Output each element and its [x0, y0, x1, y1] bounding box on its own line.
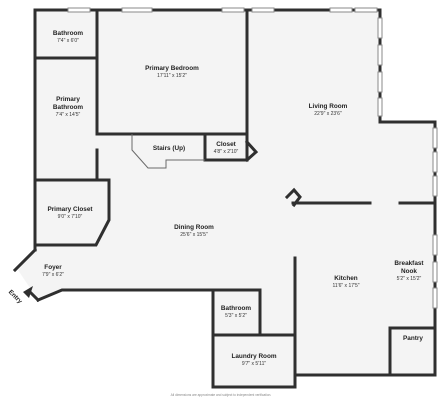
svg-text:Dining Room: Dining Room	[174, 224, 214, 231]
svg-text:17'11" x 15'2": 17'11" x 15'2"	[157, 73, 187, 79]
svg-text:Kitchen: Kitchen	[334, 275, 358, 282]
svg-text:9'7" x 5'11": 9'7" x 5'11"	[242, 361, 266, 367]
entry-marker: Entry	[7, 286, 33, 306]
svg-text:Closet: Closet	[216, 141, 236, 148]
svg-text:5'2" x 15'2": 5'2" x 15'2"	[397, 276, 422, 282]
svg-text:Bathroom: Bathroom	[53, 104, 83, 111]
svg-text:Breakfast: Breakfast	[394, 260, 424, 267]
room-label-stairs: Stairs (Up)	[153, 145, 185, 152]
svg-text:Primary Closet: Primary Closet	[47, 206, 93, 213]
svg-text:Bathroom: Bathroom	[53, 30, 83, 37]
svg-text:25'6" x 15'5": 25'6" x 15'5"	[180, 232, 208, 238]
svg-text:7'4" x 6'0": 7'4" x 6'0"	[57, 38, 79, 44]
floor-area	[18, 10, 435, 387]
svg-text:Primary: Primary	[56, 96, 80, 103]
interior-walls	[33, 8, 437, 377]
svg-text:7'9" x 6'2": 7'9" x 6'2"	[42, 272, 64, 278]
room-label-closet: Closet 4'8" x 2'10"	[214, 141, 239, 155]
svg-text:4'8" x 2'10": 4'8" x 2'10"	[214, 149, 239, 155]
room-label-primary-bedroom: Primary Bedroom 17'11" x 15'2"	[145, 65, 199, 79]
room-label-kitchen: Kitchen 11'6" x 17'5"	[332, 275, 359, 289]
windows	[67, 7, 438, 309]
room-label-foyer: Foyer 7'9" x 6'2"	[42, 264, 64, 278]
svg-text:Entry: Entry	[7, 289, 24, 306]
svg-text:Pantry: Pantry	[403, 335, 423, 342]
svg-text:Primary Bedroom: Primary Bedroom	[145, 65, 199, 72]
room-label-primary-closet: Primary Closet 9'0" x 7'10"	[47, 206, 93, 220]
room-label-bathroom-2: Bathroom 5'3" x 5'2"	[221, 305, 251, 319]
room-label-pantry: Pantry	[403, 335, 423, 342]
svg-text:9'0" x 7'10": 9'0" x 7'10"	[58, 214, 83, 220]
svg-text:Stairs (Up): Stairs (Up)	[153, 145, 185, 152]
svg-text:Laundry Room: Laundry Room	[231, 353, 276, 360]
room-label-bathroom-1: Bathroom 7'4" x 6'0"	[53, 30, 83, 44]
svg-text:Living Room: Living Room	[309, 103, 348, 110]
room-label-living-room: Living Room 22'9" x 23'6"	[309, 103, 348, 117]
svg-text:11'6" x 17'5": 11'6" x 17'5"	[332, 283, 359, 289]
room-label-dining-room: Dining Room 25'6" x 15'5"	[174, 224, 214, 238]
exterior-walls	[12, 8, 437, 389]
svg-text:7'4" x 14'5": 7'4" x 14'5"	[56, 112, 81, 118]
room-label-laundry-room: Laundry Room 9'7" x 5'11"	[231, 353, 276, 367]
svg-text:Bathroom: Bathroom	[221, 305, 251, 312]
svg-text:22'9" x 23'6": 22'9" x 23'6"	[314, 111, 342, 117]
room-label-primary-bathroom: Primary Bathroom 7'4" x 14'5"	[53, 96, 83, 118]
svg-text:Foyer: Foyer	[44, 264, 62, 271]
room-label-breakfast-nook: Breakfast Nook 5'2" x 15'2"	[394, 260, 424, 282]
svg-text:Nook: Nook	[401, 268, 417, 275]
disclaimer-text: All dimensions are approximate and subje…	[171, 393, 272, 397]
svg-text:5'3" x 5'2": 5'3" x 5'2"	[225, 313, 247, 319]
